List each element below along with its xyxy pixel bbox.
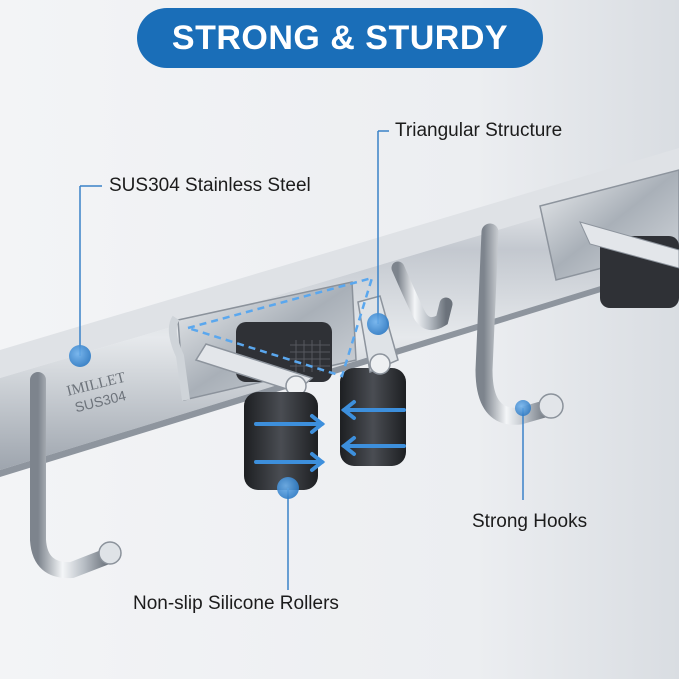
left-hook xyxy=(3,360,122,579)
triangle-outline xyxy=(183,276,374,378)
roller-arrows xyxy=(254,400,406,472)
left-roller xyxy=(244,392,318,490)
callout-rollers: Non-slip Silicone Rollers xyxy=(133,593,339,614)
callout-strong-hooks: Strong Hooks xyxy=(472,511,588,532)
right-roller xyxy=(340,368,406,466)
hook-dot xyxy=(515,400,531,416)
callout-stainless-steel: SUS304 Stainless Steel xyxy=(109,175,311,196)
roller-dot xyxy=(277,477,299,499)
page-title: STRONG & STURDY xyxy=(171,18,509,57)
callout-triangular-structure: Triangular Structure xyxy=(395,120,563,141)
triangle-dot xyxy=(367,313,389,335)
right-hook xyxy=(475,223,564,425)
callout-lines xyxy=(79,130,524,590)
second-clamp xyxy=(539,169,679,308)
title-banner: STRONG & STURDY xyxy=(137,8,543,68)
broom-clamp xyxy=(168,281,406,490)
steel-dot xyxy=(69,345,91,367)
middle-small-hook xyxy=(391,261,453,331)
